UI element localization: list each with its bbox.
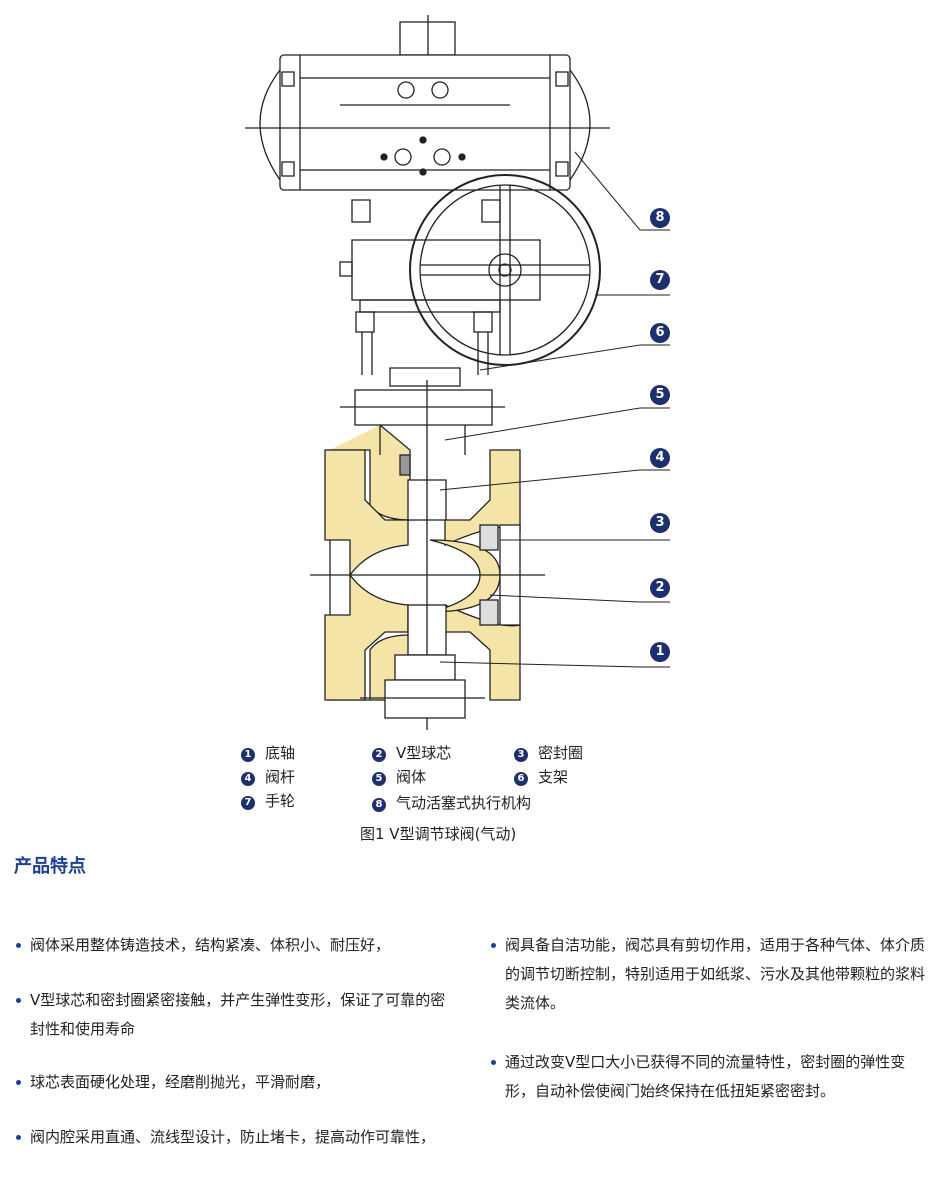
legend-number: 4 [241,772,255,786]
legend-item: 6 支架 [514,766,568,787]
feature-text: 阀内腔采用直通、流线型设计，防止堵卡，提高动作可靠性， [30,1128,436,1146]
callout-3: 3 [650,513,670,533]
legend-number: 8 [372,798,386,812]
feature-text: V型球芯和密封圈紧密接触，并产生弹性变形，保证了可靠的密封性和使用寿命 [30,991,446,1038]
legend-number: 2 [372,748,386,762]
legend-label: 阀杆 [265,768,296,786]
legend-label: 气动活塞式执行机构 [396,794,532,812]
legend-number: 5 [372,772,386,786]
callout-6: 6 [650,323,670,343]
bullet-icon [16,1135,21,1140]
legend-label: 密封圈 [538,744,584,762]
callout-8: 8 [650,208,670,228]
handwheel [409,174,601,366]
bullet-icon [16,943,21,948]
legend-label: 底轴 [265,744,296,762]
legend-item: 2 V型球芯 [372,742,451,763]
callout-1: 1 [650,642,670,662]
bullet-icon [16,998,21,1003]
feature-item: 球芯表面硬化处理，经磨削抛光，平滑耐磨， [16,1068,450,1097]
legend-label: 阀体 [396,768,427,786]
feature-text: 阀具备自洁功能，阀芯具有剪切作用，适用于各种气体、体介质的调节切断控制，特别适用… [505,936,926,1012]
legend-number: 1 [241,748,255,762]
legend-label: 手轮 [265,792,296,810]
actuator [245,15,610,191]
bullet-icon [491,1060,496,1065]
legend-item: 1 底轴 [241,742,295,763]
feature-item: 通过改变V型口大小已获得不同的流量特性，密封圈的弹性变形，自动补偿使阀门始终保持… [491,1048,920,1106]
valve-body [310,380,545,730]
legend-number: 3 [514,748,528,762]
bullet-icon [491,943,496,948]
leader-lines [439,151,670,668]
feature-item: 阀体采用整体铸造技术，结构紧凑、体积小、耐压好， [16,931,450,960]
callout-7: 7 [650,270,670,290]
legend-label: 支架 [538,768,569,786]
feature-text: 球芯表面硬化处理，经磨削抛光，平滑耐磨， [30,1073,331,1091]
legend-item: 3 密封圈 [514,742,583,763]
feature-item: 阀内腔采用直通、流线型设计，防止堵卡，提高动作可靠性， [16,1123,450,1152]
callout-5: 5 [650,385,670,405]
legend-number: 7 [241,796,255,810]
legend-item: 5 阀体 [372,766,426,787]
feature-item: V型球芯和密封圈紧密接触，并产生弹性变形，保证了可靠的密封性和使用寿命 [16,986,450,1044]
callout-4: 4 [650,448,670,468]
callout-2: 2 [650,578,670,598]
feature-item: 阀具备自洁功能，阀芯具有剪切作用，适用于各种气体、体介质的调节切断控制，特别适用… [491,931,937,1018]
legend-item: 8 气动活塞式执行机构 [372,792,531,813]
legend-label: V型球芯 [396,744,452,762]
feature-text: 阀体采用整体铸造技术，结构紧凑、体积小、耐压好， [30,936,391,954]
bullet-icon [16,1080,21,1085]
legend-number: 6 [514,772,528,786]
valve-technical-drawing [245,15,670,730]
feature-text: 通过改变V型口大小已获得不同的流量特性，密封圈的弹性变形，自动补偿使阀门始终保持… [505,1053,906,1100]
legend-item: 7 手轮 [241,790,295,811]
figure-caption: 图1 V型调节球阀(气动) [360,825,517,843]
legend-item: 4 阀杆 [241,766,295,787]
section-title: 产品特点 [14,856,86,877]
